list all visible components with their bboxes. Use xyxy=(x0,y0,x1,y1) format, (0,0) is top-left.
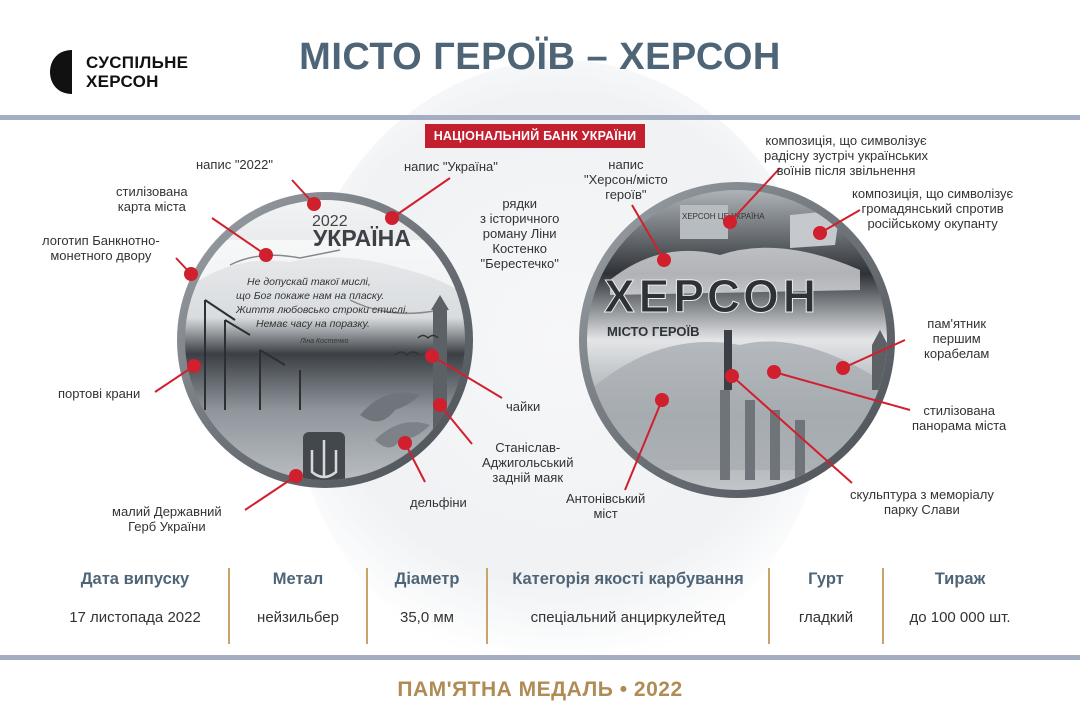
page-title: МІСТО ГЕРОЇВ – ХЕРСОН xyxy=(299,36,781,78)
port-cranes-illustration xyxy=(204,299,301,410)
callout-coat-of-arms: малий Державний Герб України xyxy=(112,504,222,534)
poem-line-2: що Бог покаже нам на пласку. xyxy=(236,290,384,302)
callout-inscription-ukraine: напис "Україна" xyxy=(404,159,498,174)
callout-port-cranes: портові крани xyxy=(58,386,141,401)
obverse-country: УКРАЇНА xyxy=(313,225,411,251)
spec-mintage: Тираж до 100 000 шт. xyxy=(892,560,1028,626)
spec-diameter: Діаметр 35,0 мм xyxy=(376,560,478,626)
flag-text: ХЕРСОН ЦЕ УКРАЇНА xyxy=(682,212,765,221)
spec-value: 35,0 мм xyxy=(400,609,454,626)
spec-divider xyxy=(882,568,884,644)
spec-value: нейзильбер xyxy=(257,609,339,626)
spec-quality: Категорія якості карбування спеціальний … xyxy=(496,560,760,626)
brand-name: СУСПІЛЬНЕ ХЕРСОН xyxy=(86,53,188,91)
brand-logo-block: СУСПІЛЬНЕ ХЕРСОН xyxy=(50,50,188,94)
callout-city-panorama: стилізована панорама міста xyxy=(912,403,1007,433)
spec-value: гладкий xyxy=(798,609,854,626)
nbu-banner: НАЦІОНАЛЬНИЙ БАНК УКРАЇНИ xyxy=(425,124,645,148)
dolphins-illustration xyxy=(360,392,420,422)
city-panorama xyxy=(590,341,887,470)
poem-line-4: Немає часу на поразку. xyxy=(256,318,370,330)
antonivskyi-bridge-illustration xyxy=(720,390,805,480)
spec-label: Дата випуску xyxy=(80,570,190,588)
brand-line-1: СУСПІЛЬНЕ xyxy=(86,53,189,72)
sculpture-illustration xyxy=(724,330,732,390)
callout-gulls: чайки xyxy=(506,399,541,414)
obverse-medal: 2022 УКРАЇНА Не допускай такої мислі, що… xyxy=(177,192,473,488)
spec-divider xyxy=(228,568,230,644)
brand-line-2: ХЕРСОН xyxy=(86,72,159,91)
specs-table: Дата випуску 17 листопада 2022 Метал ней… xyxy=(0,560,1080,650)
callout-mint-logo: логотип Банкнотно- монетного двору xyxy=(42,233,160,263)
gulls-illustration xyxy=(394,351,420,357)
callout-glory-park-sculpture: скульптура з меморіалу парку Слави xyxy=(850,487,994,517)
spec-divider xyxy=(486,568,488,644)
callout-antonivskyi-bridge: Антонівський міст xyxy=(566,491,646,521)
poem-line-1: Не допускай такої мислі, xyxy=(247,276,371,288)
spec-value: спеціальний анциркулейтед xyxy=(530,609,726,626)
flag-banner xyxy=(680,205,728,239)
callout-inscription-kherson: напис "Херсон/місто героїв" xyxy=(584,157,668,202)
spec-value: 17 листопада 2022 xyxy=(69,609,201,626)
spec-edge: Гурт гладкий xyxy=(778,560,874,626)
reverse-subtitle: МІСТО ГЕРОЇВ xyxy=(607,324,699,339)
poem-line-3: Життя любовсько строки стислі. xyxy=(235,304,408,316)
callout-inscription-2022: напис "2022" xyxy=(196,157,273,172)
suspilne-logo-icon xyxy=(50,50,72,94)
spec-value: до 100 000 шт. xyxy=(909,609,1011,626)
callout-shipbuilders-monument: пам'ятник першим корабелам xyxy=(924,316,990,361)
callout-novel-lines: рядки з історичного роману Ліни Костенко… xyxy=(480,196,560,271)
spec-label: Категорія якості карбування xyxy=(512,570,744,588)
callout-dolphins: дельфіни xyxy=(410,495,467,510)
top-divider xyxy=(0,115,1080,120)
callout-resistance-composition: композиція, що символізує громадянський … xyxy=(852,186,1014,231)
spec-label: Метал xyxy=(272,570,324,588)
callout-markers xyxy=(184,197,850,483)
medals-illustration: 2022 УКРАЇНА Не допускай такої мислі, що… xyxy=(154,167,911,511)
callout-liberation-composition: композиція, що символізує радісну зустрі… xyxy=(764,133,929,178)
footer-title: ПАМ'ЯТНА МЕДАЛЬ • 2022 xyxy=(397,678,683,701)
spec-label: Діаметр xyxy=(394,570,460,588)
reverse-city: ХЕРСОН xyxy=(604,270,820,322)
bottom-divider xyxy=(0,655,1080,660)
liberation-scene xyxy=(610,247,860,295)
spec-label: Тираж xyxy=(934,570,986,588)
callout-stylized-map: стилізована карта міста xyxy=(116,184,188,214)
spec-divider xyxy=(768,568,770,644)
stylized-city-map xyxy=(185,240,465,300)
spec-label: Гурт xyxy=(808,570,844,588)
poem-signature: Ліна Костенко xyxy=(299,337,348,345)
callout-lighthouse: Станіслав- Аджигольський задній маяк xyxy=(482,440,574,485)
reverse-medal: ХЕРСОН ЦЕ УКРАЇНА ХЕРСОН МІСТО ГЕРОЇВ xyxy=(579,182,895,498)
spec-metal: Метал нейзильбер xyxy=(238,560,358,626)
spec-divider xyxy=(366,568,368,644)
obverse-year: 2022 xyxy=(312,213,348,230)
spec-release-date: Дата випуску 17 листопада 2022 xyxy=(55,560,215,626)
